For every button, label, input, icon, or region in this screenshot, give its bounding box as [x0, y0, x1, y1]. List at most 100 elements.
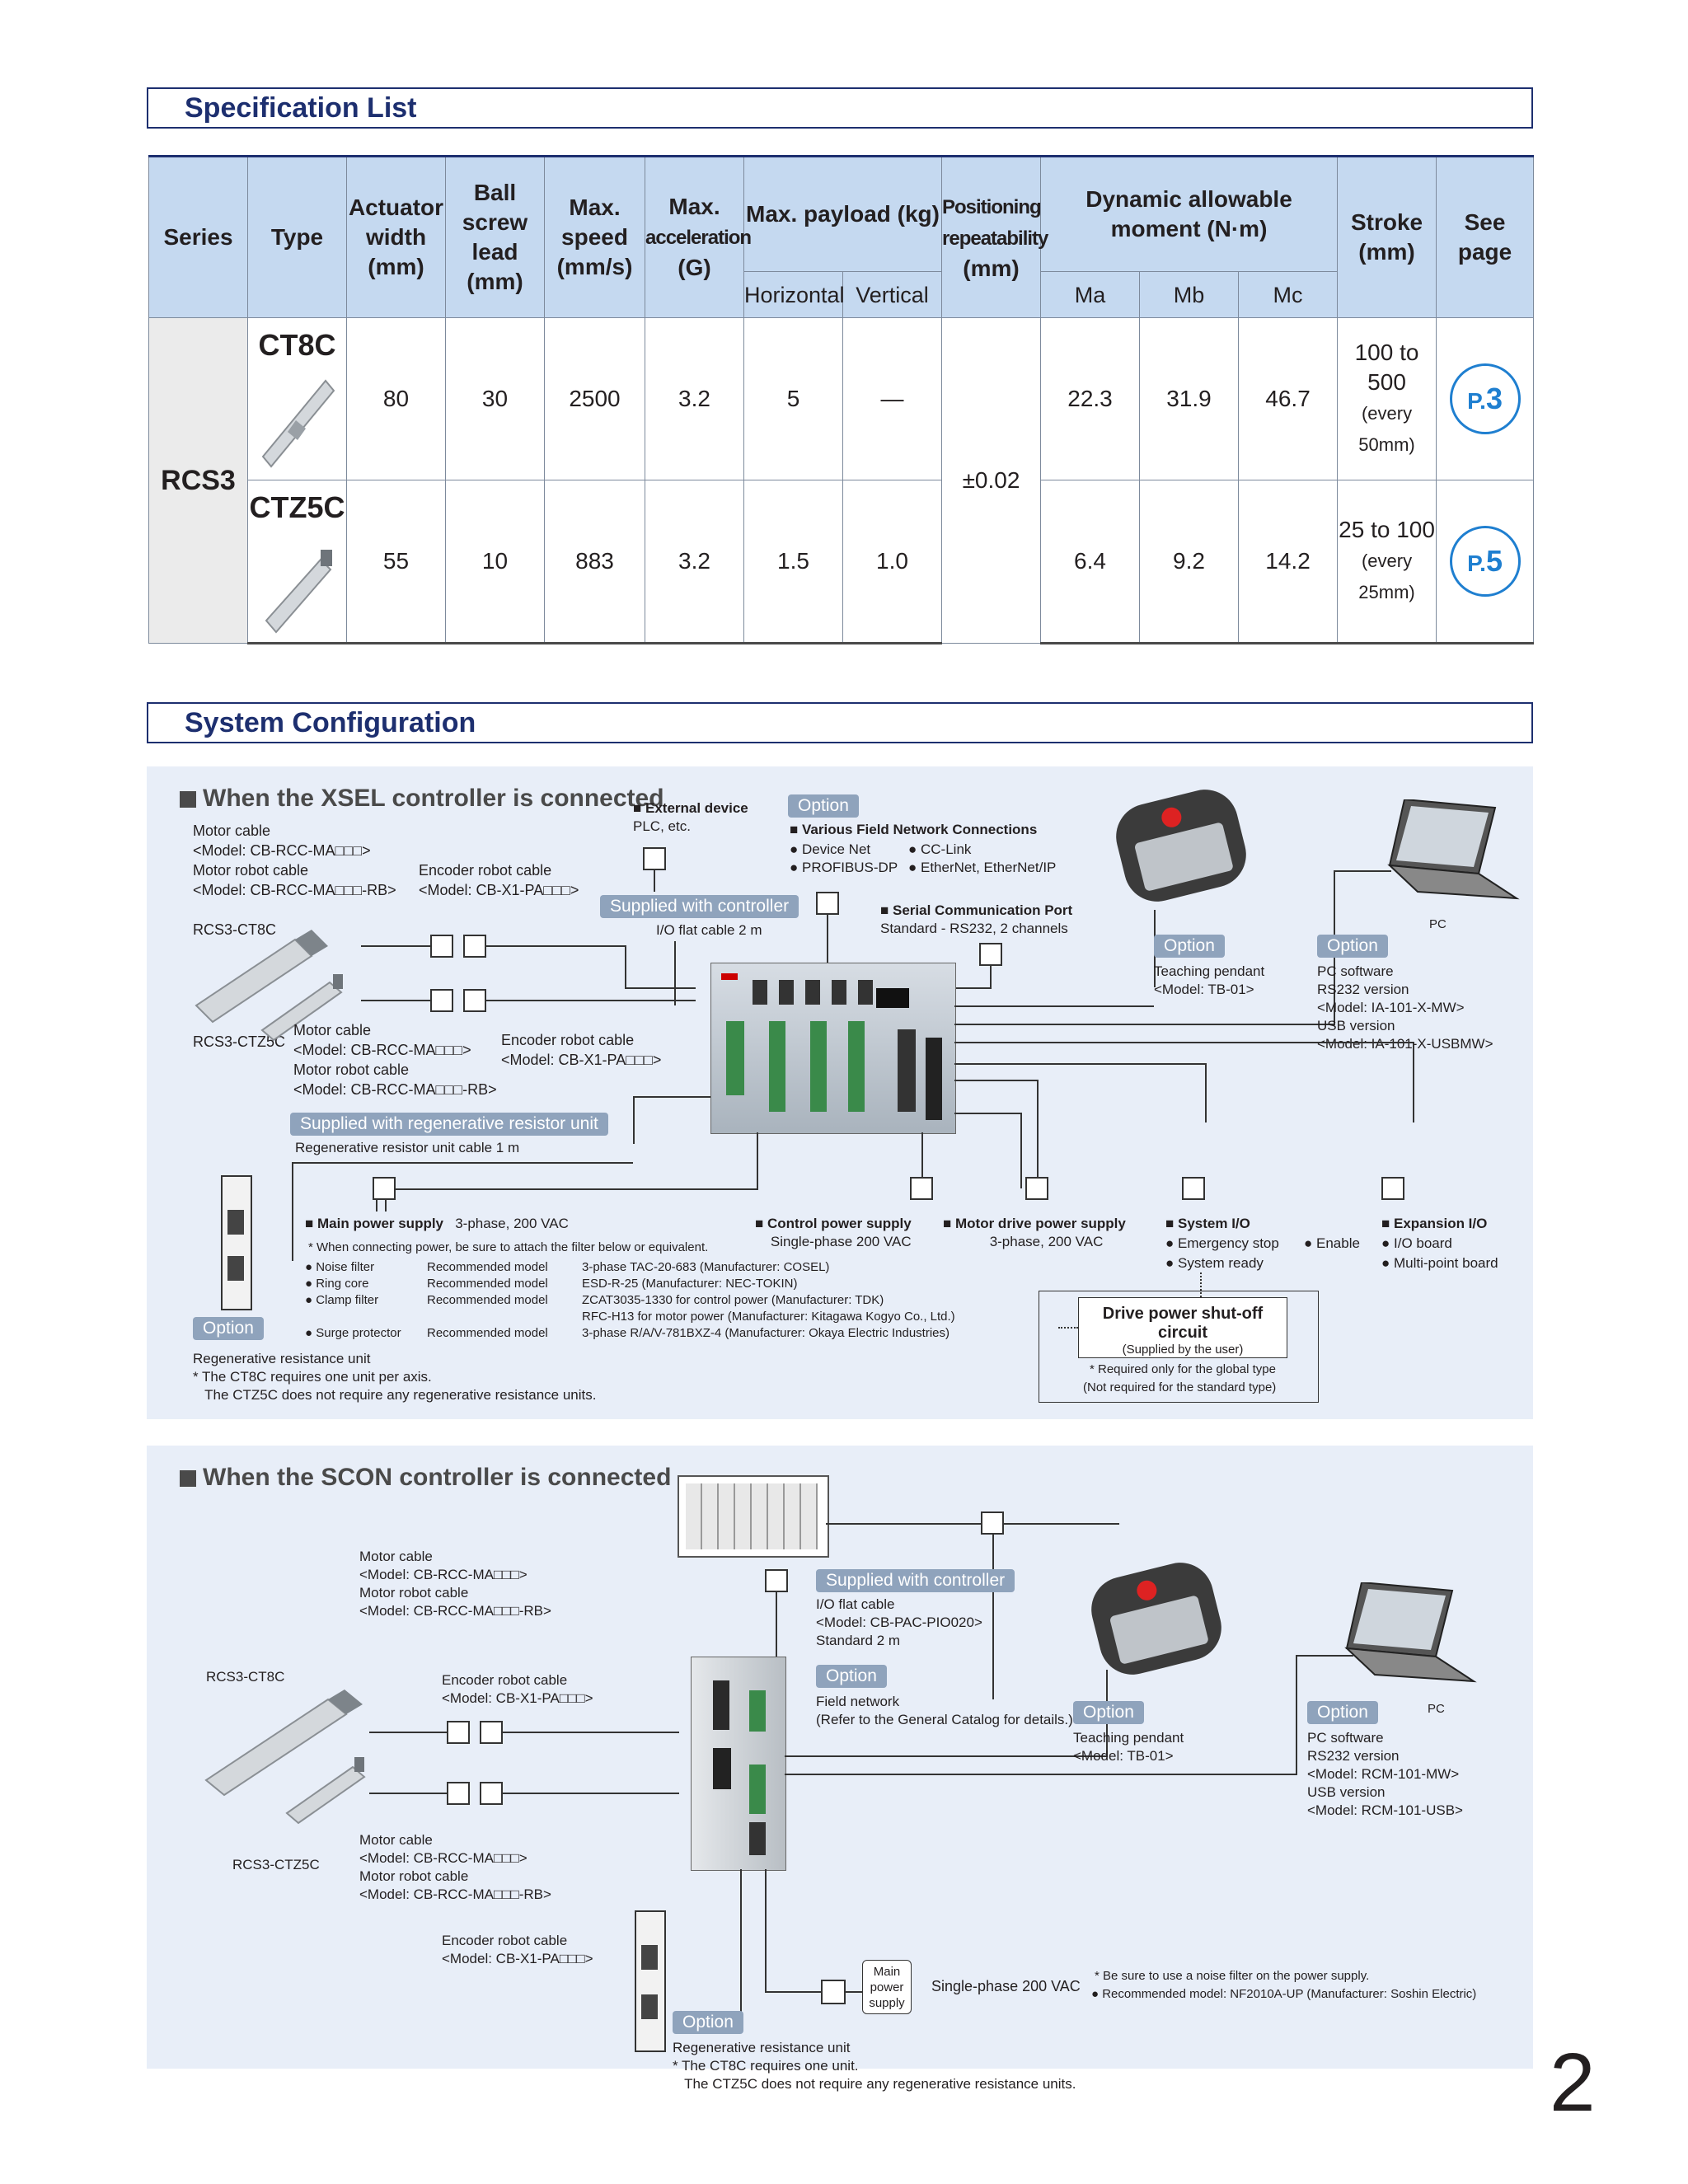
cell-speed: 883: [544, 480, 645, 644]
motor-cable-label: Motor cable<Model: CB-RCC-MA□□□>Motor ro…: [359, 1832, 551, 1902]
pc-label: PC: [1429, 917, 1447, 931]
regen-unit-image: [635, 1910, 666, 2052]
motor-cable-label: Motor cable<Model: CB-RCC-MA□□□>Motor ro…: [193, 823, 396, 898]
header-payload: Max. payload (kg): [743, 155, 942, 272]
actuator-image: [265, 550, 332, 634]
actuator-label: RCS3-CT8C: [206, 1669, 285, 1685]
page-number: 2: [1550, 2036, 1596, 2129]
spec-table: Series Type Actuator width (mm) Ball scr…: [148, 155, 1535, 644]
option-badge: Option: [193, 1317, 264, 1340]
sio-item: ● Emergency stop: [1165, 1235, 1279, 1251]
system-io-label: ■ System I/O: [1165, 1216, 1250, 1231]
spec-title: Specification List: [185, 92, 417, 124]
regen-unit-image: [221, 1175, 252, 1310]
cell-speed: 2500: [544, 317, 645, 480]
cell-mc: 14.2: [1237, 480, 1339, 644]
supplied-regen-badge: Supplied with regenerative resistor unit: [290, 1113, 608, 1136]
header-mb: Mb: [1139, 271, 1239, 318]
cell-ma: 6.4: [1040, 480, 1140, 644]
control-power-label: ■ Control power supply Single-phase 200 …: [755, 1216, 912, 1249]
sio-item: ● Enable: [1304, 1235, 1360, 1251]
cell-stroke: 100 to 500(every 50mm): [1337, 317, 1437, 480]
table-row: RCS3 CT8C 80 30 2500 3.2 5 — ±0.02 22.3 …: [148, 317, 1535, 644]
cell-mb: 31.9: [1139, 317, 1239, 480]
supplied-badge: Supplied with controller: [816, 1569, 1015, 1592]
teaching-pendant-image: [1109, 782, 1254, 909]
xsel-panel: When the XSEL controller is connected Mo…: [147, 766, 1533, 1419]
page-link-badge[interactable]: P.5: [1449, 526, 1521, 597]
pc-label: PC: [1428, 1702, 1445, 1716]
eio-item: ● Multi-point board: [1381, 1255, 1498, 1271]
system-title: System Configuration: [185, 707, 476, 738]
cell-lead: 10: [445, 480, 545, 644]
cell-see-page: P.5: [1436, 480, 1535, 644]
motor-cable-label: Motor cable<Model: CB-RCC-MA□□□>Motor ro…: [359, 1549, 551, 1619]
encoder-cable-label: Encoder robot cable<Model: CB-X1-PA□□□>: [442, 1672, 593, 1706]
noise-note: ● Recommended model: NF2010A-UP (Manufac…: [1091, 1987, 1477, 2001]
scon-panel: When the SCON controller is connected Mo…: [147, 1446, 1533, 2092]
io-flat-label: I/O flat cable<Model: CB-PAC-PIO020>Stan…: [816, 1596, 982, 1648]
motor-cable-label: Motor cable<Model: CB-RCC-MA□□□>Motor ro…: [293, 1022, 497, 1098]
cell-horizontal: 5: [743, 317, 843, 480]
header-stroke: Stroke (mm): [1337, 155, 1437, 318]
option-badge: Option: [1317, 935, 1388, 958]
xsel-controller: [710, 963, 956, 1134]
type-name: CT8C: [258, 328, 336, 362]
page-link-badge[interactable]: P.3: [1449, 363, 1521, 434]
drive-note: * Required only for the global type: [1090, 1362, 1276, 1376]
header-speed: Max. speed (mm/s): [544, 155, 645, 318]
actuator-image: [261, 379, 335, 468]
main-power-label: ■ Main power supply 3-phase, 200 VAC: [305, 1216, 569, 1231]
field-network-label: Field network(Refer to the General Catal…: [816, 1694, 1073, 1727]
fn-item: ● CC-Link: [908, 841, 972, 857]
option-badge: Option: [816, 1665, 887, 1688]
header-type: Type: [247, 155, 347, 318]
regen-unit-label: Regenerative resistance unit* The CT8C r…: [193, 1351, 597, 1403]
system-section-header: System Configuration: [147, 702, 1533, 743]
header-series: Series: [148, 155, 248, 318]
drive-cut-frame: [1039, 1291, 1319, 1403]
fn-item: ● PROFIBUS-DP: [790, 860, 898, 875]
type-name: CTZ5C: [249, 490, 345, 524]
supplied-badge: Supplied with controller: [600, 895, 799, 918]
teaching-pendant-image: [1084, 1555, 1229, 1682]
noise-note: * Be sure to use a noise filter on the p…: [1095, 1969, 1370, 1983]
laptop-icon: [1344, 1582, 1477, 1683]
spec-section-header: Specification List: [147, 87, 1533, 129]
header-accel: Max.acceleration(G): [645, 155, 752, 318]
plc-image: [678, 1475, 829, 1558]
encoder-cable-label: Encoder robot cable<Model: CB-X1-PA□□□>: [501, 1032, 662, 1068]
actuator-label: RCS3-CT8C: [193, 921, 277, 938]
drive-cut-box: Drive power shut-off circuit (Supplied b…: [1078, 1297, 1287, 1358]
actuator-image: [204, 1690, 366, 1825]
cell-vertical: —: [842, 317, 942, 480]
option-badge: Option: [788, 794, 859, 818]
header-vertical: Vertical: [842, 271, 942, 318]
table-row: CTZ5C 55 10 883 3.2 1.5 1.0 6.4 9.2 14.2…: [149, 480, 1535, 644]
option-badge: Option: [673, 2011, 743, 2034]
option-badge: Option: [1073, 1701, 1144, 1724]
regen-unit-label: Regenerative resistance unit* The CT8C r…: [673, 2040, 1076, 2092]
cell-lead: 30: [445, 317, 545, 480]
header-horizontal: Horizontal: [743, 271, 845, 318]
option-badge: Option: [1154, 935, 1225, 958]
sio-item: ● System ready: [1165, 1255, 1264, 1271]
laptop-icon: [1387, 799, 1520, 900]
header-mc: Mc: [1237, 271, 1339, 318]
cell-see-page: P.3: [1436, 317, 1535, 480]
expansion-io-label: ■ Expansion I/O: [1381, 1216, 1488, 1231]
teaching-label: Teaching pendant<Model: TB-01>: [1154, 963, 1265, 997]
cell-stroke: 25 to 100(every 25mm): [1337, 480, 1437, 644]
header-moment: Dynamic allowable moment (N·m): [1039, 155, 1339, 272]
cell-horizontal: 1.5: [743, 480, 843, 644]
cell-accel: 3.2: [645, 317, 744, 480]
cell-repeatability: ±0.02: [941, 317, 1041, 644]
cell-vertical: 1.0: [842, 480, 942, 644]
drive-note: (Not required for the standard type): [1083, 1380, 1277, 1394]
type-cell: CT8C: [247, 317, 347, 480]
